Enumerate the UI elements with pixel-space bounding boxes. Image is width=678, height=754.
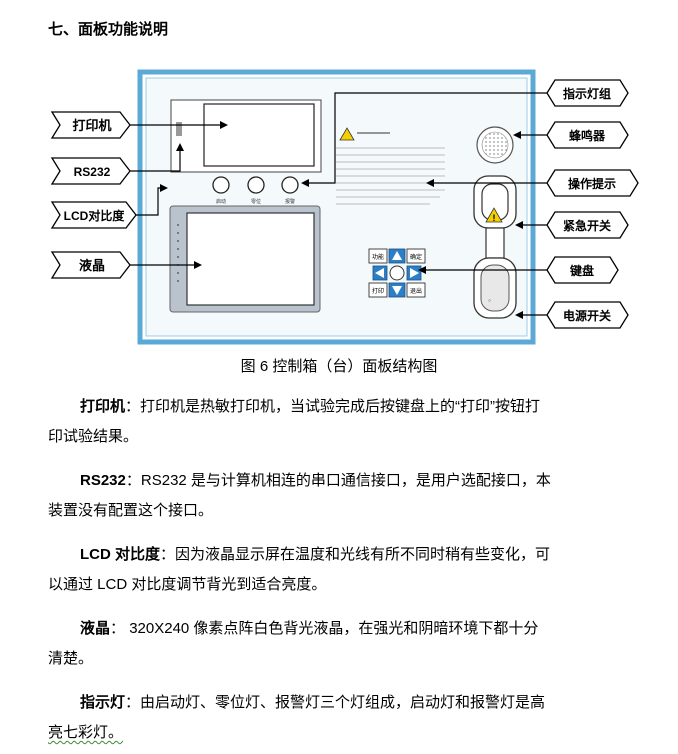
operation-hint-panel (336, 127, 445, 205)
start-lamp (212, 176, 230, 194)
left-callouts (50, 111, 137, 279)
confirm-key[interactable] (406, 248, 426, 264)
alarm-lamp (281, 176, 299, 194)
emergency-switch: ! (473, 175, 517, 229)
printer-label: 打印机 (72, 118, 111, 133)
buzzer-label: 蜂鸣器 (569, 128, 606, 143)
arrow-heads (160, 121, 523, 319)
lcd-contrast-label: LCD对比度 (64, 208, 126, 223)
svg-text:退出: 退出 (410, 287, 422, 295)
paragraph-printer: 打印机：打印机是热敏打印机，当试验完成后按键盘上的“打印”按钮打 印试验结果。 (48, 398, 541, 445)
alarm-lamp-label: 报警 (285, 198, 295, 205)
paragraph-lcd: 液晶： 320X240 像素点阵白色背光液晶，在强光和阴暗环境下都十分 清楚。 (48, 620, 539, 667)
indicator-lamps: 启动 零位 报警 (212, 176, 299, 205)
print-key[interactable] (368, 282, 388, 298)
lcd-screen (169, 205, 321, 313)
svg-text:确定: 确定 (410, 253, 422, 261)
svg-text:○: ○ (488, 298, 491, 304)
zero-lamp (247, 176, 265, 194)
buzzer (476, 126, 514, 164)
lcd-label: 液晶 (79, 258, 105, 273)
op-hint-label: 操作提示 (568, 176, 616, 191)
power-switch: ○ (473, 257, 517, 319)
svg-text:打印: 打印 (372, 287, 384, 295)
svg-text:!: ! (493, 213, 496, 223)
power-switch-label: 电源开关 (563, 308, 611, 323)
back-key[interactable] (406, 282, 426, 298)
indicator-group-label: 指示灯组 (563, 86, 611, 101)
center-key[interactable] (389, 265, 405, 281)
panel-structure-diagram: 启动 零位 报警 ! ○ 功能 确定 (50, 69, 639, 345)
zero-lamp-label: 零位 (251, 198, 261, 205)
emergency-switch-label: 紧急开关 (563, 218, 611, 233)
svg-text:功能: 功能 (372, 253, 384, 261)
start-lamp-label: 启动 (216, 198, 226, 205)
figure-caption: 图 6 控制箱（台）面板结构图 (240, 358, 438, 375)
keyboard-label: 键盘 (569, 263, 594, 278)
rs232-label: RS232 (74, 165, 111, 179)
keypad: 功能 确定 打印 退出 (368, 248, 426, 298)
section-title: 七、面板功能说明 (48, 20, 169, 38)
paragraph-indicator: 指示灯：由启动灯、零位灯、报警灯三个灯组成，启动灯和报警灯是高 亮七彩灯。 (48, 694, 546, 741)
func-key[interactable] (368, 248, 388, 264)
paragraph-rs232: RS232：RS232 是与计算机相连的串口通信接口，是用户选配接口，本 装置没… (48, 472, 551, 519)
right-callouts (546, 79, 639, 329)
paragraph-lcd-contrast: LCD 对比度：因为液晶显示屏在温度和光线有所不同时稍有些变化，可 以通过 LC… (48, 546, 551, 593)
leader-lines (130, 92, 547, 316)
